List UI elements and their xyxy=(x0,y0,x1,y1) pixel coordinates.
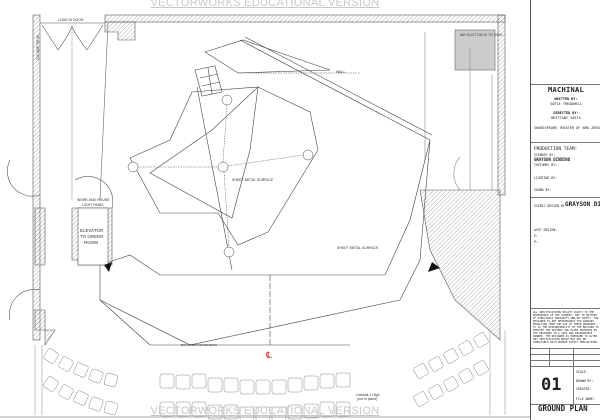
drawn-by-label: DRAWN BY: xyxy=(576,379,594,383)
amp-tie-in-label: 200 AMP TIE IN xyxy=(36,35,40,60)
watermark-bottom: VECTORWORKS EDUCATIONAL VERSION xyxy=(150,405,380,417)
disclaimer: ALL SPECIFICATIONS RELATE SOLELY TO THE … xyxy=(533,311,599,344)
scenic-design-label: SCENIC DESIGN BY xyxy=(534,204,565,208)
centerline-symbol: ℄ xyxy=(266,350,272,360)
audience-seating xyxy=(43,332,489,420)
sheet-metal-label-2: SHEET METAL SURFACE xyxy=(337,246,379,250)
phone-label: P: xyxy=(534,240,538,244)
lighting-label: LIGHTING BY: xyxy=(534,176,558,180)
venue: SHAKESPEARE THEATER OF NEW JERSEY xyxy=(534,126,600,130)
ground-plan-drawing xyxy=(0,14,530,420)
file-name-label: FILE NAME: xyxy=(576,397,596,401)
written-by: SOFIE TREADWELL xyxy=(550,102,582,106)
load-in-door xyxy=(40,22,109,201)
production-team-label: PRODUCTION TEAM: xyxy=(534,147,578,152)
apron-extension-label: BOX APRON EXTENSION xyxy=(181,343,217,347)
air-duct xyxy=(454,29,496,71)
lighting-instruments xyxy=(104,262,440,272)
elevator-label-3: ROOM xyxy=(84,240,98,245)
scale-label: SCALE: xyxy=(576,370,588,374)
stage-deck xyxy=(99,86,431,346)
air-duct-label: AIR DUCT DECK TO GRID xyxy=(460,33,503,37)
work-house-panel-label: WORK AND HOUSE xyxy=(77,198,110,202)
email-label: E: xyxy=(534,234,538,238)
asst-design-label: ASST DESIGN: xyxy=(534,228,558,232)
scenery-label: SCENERY BY: xyxy=(534,153,556,157)
wall-label: WALL xyxy=(336,70,346,74)
plate-name: GROUND PLAN xyxy=(538,404,588,413)
written-by-label: WRITTEN BY: xyxy=(554,97,578,101)
directed-by-label: DIRECTED BY: xyxy=(553,111,579,115)
show-title: MACHINAL xyxy=(547,86,585,94)
sheet-metal-label-1: SHEET METAL SURFACE xyxy=(232,178,274,182)
directed-by: BRITTANY VASTA xyxy=(551,116,581,120)
seat-note-label-2: (not in plane) xyxy=(357,397,378,401)
load-in-door-label: LOAD IN DOOR xyxy=(58,18,84,22)
created-label: CREATED: xyxy=(576,387,592,391)
work-house-panel-label-2: LIGHT PANEL xyxy=(82,203,105,207)
elevator-label: ELEVATOR xyxy=(80,228,104,233)
watermark-top: VECTORWORKS EDUCATIONAL VERSION xyxy=(150,0,380,9)
upper-platform xyxy=(194,36,433,141)
seat-note-label: Catwalk 1 High xyxy=(356,393,380,397)
costumes-label: COSTUMES BY: xyxy=(534,163,558,167)
scenic-designer: GRAYSON DINDINO xyxy=(565,201,600,208)
elevator-label-2: TO GREEN xyxy=(80,234,104,239)
title-block: MACHINAL WRITTEN BY: SOFIE TREADWELL DIR… xyxy=(530,0,600,420)
scenery-designer: GRAYSON DINDINO xyxy=(534,157,571,162)
sound-label: SOUND BY: xyxy=(534,188,552,192)
plate-number: 01 xyxy=(541,375,562,395)
